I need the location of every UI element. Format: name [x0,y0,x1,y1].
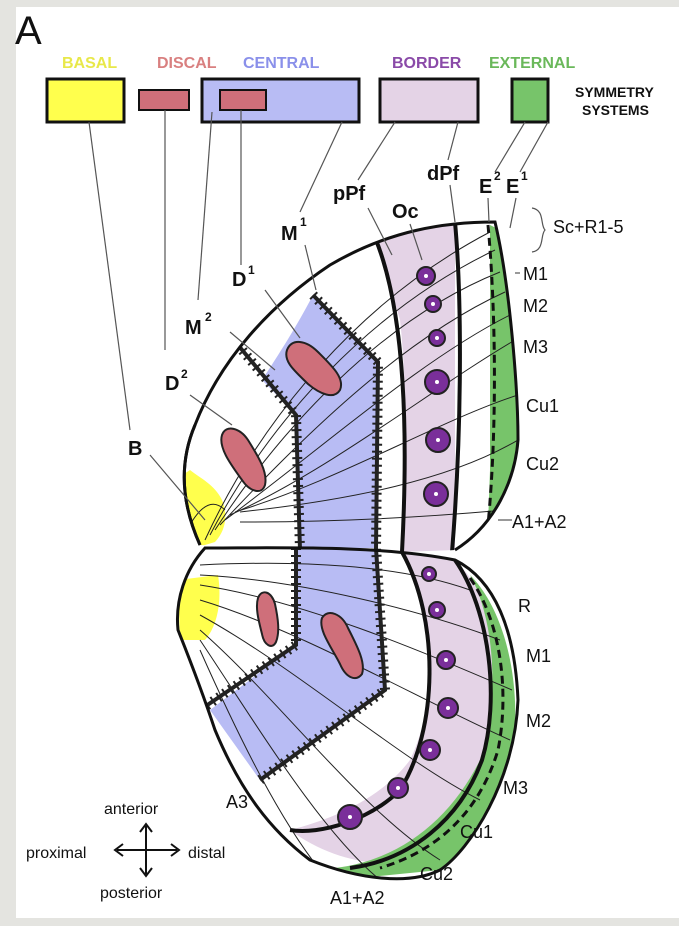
hw-vein-cu1: Cu1 [460,822,493,842]
legend-label-central: CENTRAL [243,55,320,72]
label-E2-sup: 2 [494,169,501,183]
fw-vein-sc-r: Sc+R1-5 [553,217,624,237]
label-D2: D 2 [165,367,188,395]
hw-vein-a3: A3 [226,792,248,812]
orientation-compass: anterior posterior proximal distal [26,801,225,902]
fw-vein-a1a2: A1+A2 [512,512,567,532]
label-E2: E 2 [479,169,501,198]
legend-label-external: EXTERNAL [489,55,575,72]
fw-vein-m1: M1 [523,264,548,284]
hw-vein-a1a2: A1+A2 [330,888,385,908]
label-M1: M 1 [281,215,307,245]
label-D1-sup: 1 [248,263,255,277]
legend-label-discal: DISCAL [157,55,217,72]
label-D1-main: D [232,269,246,291]
compass-distal: distal [188,845,225,862]
hw-vein-m2: M2 [526,711,551,731]
legend [47,79,548,122]
legend-label-basal: BASAL [62,55,117,72]
legend-basal-box [47,79,124,122]
fw-vein-cu1: Cu1 [526,396,559,416]
label-E1-main: E [506,176,519,198]
compass-proximal: proximal [26,845,86,862]
label-M2: M 2 [185,310,212,339]
forewing [170,222,519,552]
fw-vein-m2: M2 [523,296,548,316]
hw-vein-m1: M1 [526,646,551,666]
hw-vein-m3: M3 [503,778,528,798]
fw-vein-m3: M3 [523,337,548,357]
compass-posterior: posterior [100,885,163,902]
hw-vein-cu2: Cu2 [420,864,453,884]
label-pPf: pPf [333,183,366,205]
legend-discal-box [139,90,189,110]
label-M2-main: M [185,317,202,339]
label-M2-sup: 2 [205,310,212,324]
label-D1: D 1 [232,263,255,291]
label-D2-sup: 2 [181,367,188,381]
label-Oc: Oc [392,201,419,223]
hw-vein-r: R [518,596,531,616]
label-B: B [128,438,142,460]
compass-arrows [115,824,179,876]
legend-external-box [512,79,548,122]
sc-bracket [532,208,545,252]
legend-central-discal-inset [220,90,266,110]
label-M1-main: M [281,223,298,245]
label-E1: E 1 [506,169,528,198]
legend-label-border: BORDER [392,55,462,72]
legend-symmetry-line2: SYSTEMS [582,102,649,118]
label-D2-main: D [165,373,179,395]
label-E2-main: E [479,176,492,198]
fw-vein-cu2: Cu2 [526,454,559,474]
label-M1-sup: 1 [300,215,307,229]
legend-symmetry-line1: SYMMETRY [575,84,654,100]
compass-anterior: anterior [104,801,159,818]
label-dPf: dPf [427,163,460,185]
label-E1-sup: 1 [521,169,528,183]
panel-letter: A [15,9,42,53]
legend-border-box [380,79,478,122]
